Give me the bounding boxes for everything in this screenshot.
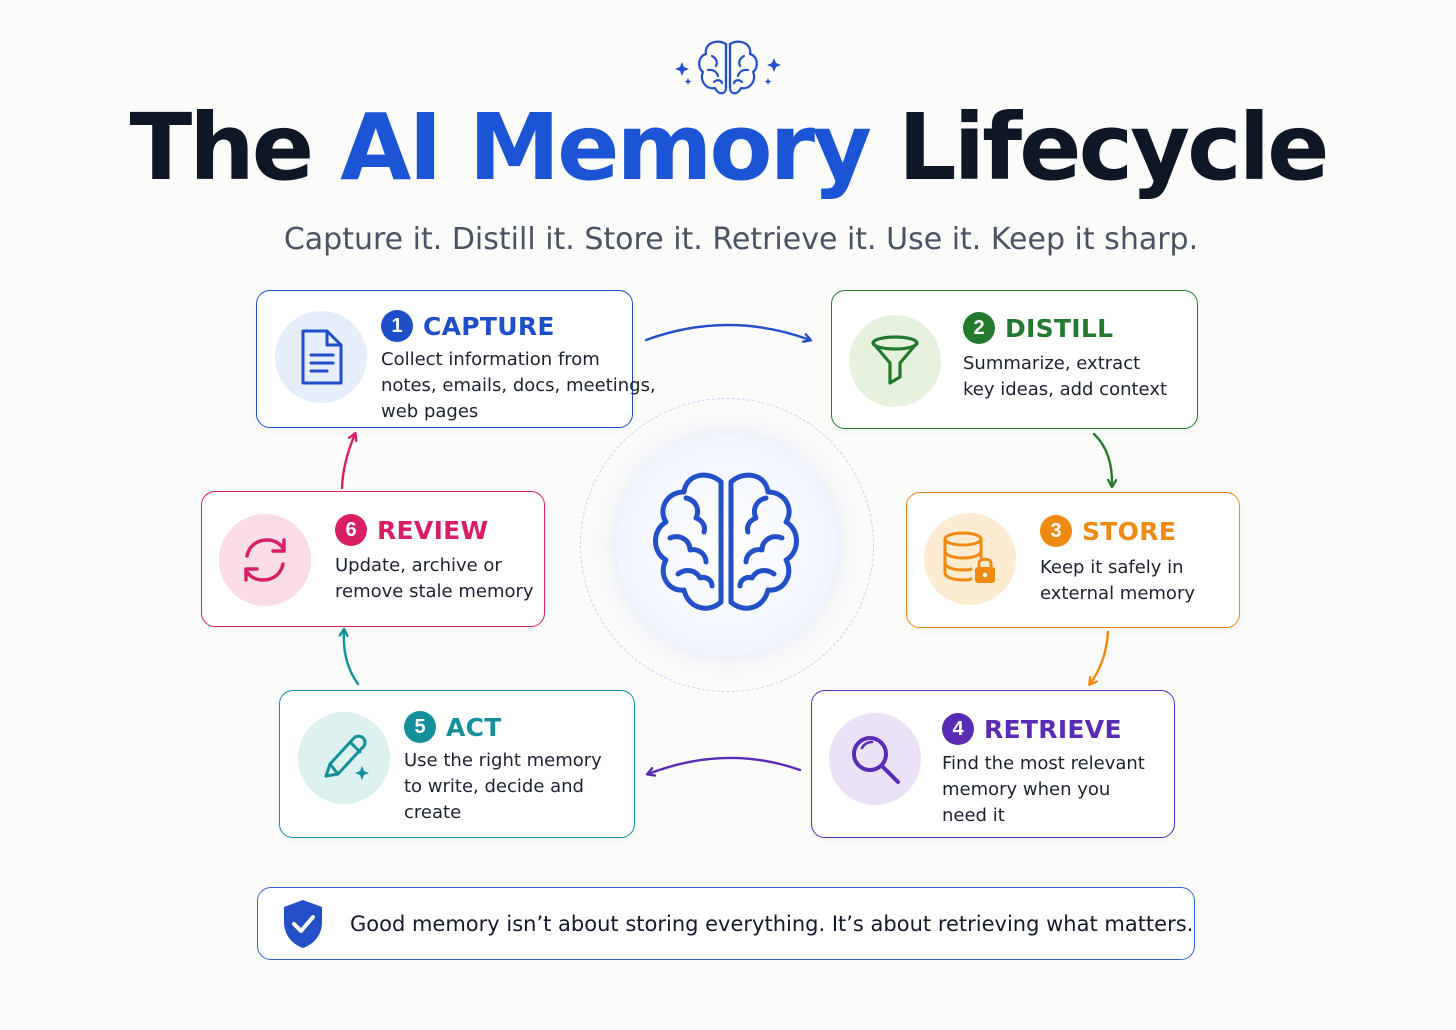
capture-description-line: Collect information from [381,349,600,370]
retrieve-description-line: Find the most relevant [942,753,1145,774]
title-text-end: Lifecycle [868,94,1330,201]
capture-description-line: web pages [381,401,479,422]
store-description: Keep it safely in external memory [1040,555,1195,607]
capture-description: Collect information from notes, emails, … [381,347,656,425]
store-step-number: 3 [1040,515,1072,547]
review-description-line: remove stale memory [335,581,534,602]
page-title: The AI Memory Lifecycle [0,102,1456,194]
act-step-number: 5 [404,711,436,743]
center-dashed-ring [580,398,874,692]
retrieve-description-line: memory when you [942,779,1111,800]
store-description-line: external memory [1040,583,1195,604]
title-text-start: The [129,94,341,201]
center-disc [616,434,838,656]
retrieve-title: RETRIEVE [984,714,1122,744]
store-title: STORE [1082,516,1177,546]
capture-title: CAPTURE [423,311,555,341]
act-description: Use the right memory to write, decide an… [404,748,602,826]
footer-text: Good memory isn’t about storing everythi… [350,912,1194,936]
arrow-retrieve-to-act [648,756,802,774]
refresh-icon [244,538,286,582]
review-description-line: Update, archive or [335,555,502,576]
capture-description-line: notes, emails, docs, meetings, [381,375,656,396]
arrow-capture-to-distill [644,323,810,340]
act-description-line: create [404,802,462,823]
distill-description-line: key ideas, add context [963,379,1168,400]
distill-description: Summarize, extract key ideas, add contex… [963,351,1167,403]
distill-description-line: Summarize, extract [963,353,1141,374]
retrieve-description-line: need it [942,805,1005,826]
review-title: REVIEW [377,515,489,545]
retrieve-description: Find the most relevant memory when you n… [942,751,1145,829]
distill-icon-circle [849,315,941,407]
act-description-line: to write, decide and [404,776,584,797]
review-heading: 6 REVIEW [335,514,488,546]
distill-title: DISTILL [1005,313,1114,343]
act-heading: 5 ACT [404,711,502,743]
step-card-review[interactable]: 6 REVIEW Update, archive or remove stale… [201,491,545,627]
magnifier-icon [852,736,900,784]
store-heading: 3 STORE [1040,515,1176,547]
brain-sparkles-icon [675,40,781,95]
distill-step-number: 2 [963,312,995,344]
pencil-sparkle-icon [324,734,369,780]
step-card-store[interactable]: 3 STORE Keep it safely in external memor… [906,492,1240,628]
step-card-retrieve[interactable]: 4 RETRIEVE Find the most relevant memory… [811,690,1175,838]
store-description-line: Keep it safely in [1040,557,1184,578]
retrieve-icon-circle [829,713,921,805]
title-accent: AI Memory [340,94,872,201]
step-card-distill[interactable]: 2 DISTILL Summarize, extract key ideas, … [831,290,1198,429]
funnel-icon [871,335,919,385]
act-icon-circle [298,712,390,804]
arrow-store-to-retrieve [1090,630,1110,684]
store-icon-circle [924,513,1016,605]
retrieve-heading: 4 RETRIEVE [942,713,1122,745]
footer-callout: Good memory isn’t about storing everythi… [257,887,1195,960]
document-icon [301,329,343,385]
step-card-capture[interactable]: 1 CAPTURE Collect information from notes… [256,290,656,428]
review-description: Update, archive or remove stale memory [335,553,534,605]
capture-icon-circle [275,311,367,403]
retrieve-step-number: 4 [942,713,974,745]
arrow-distill-to-store [1092,432,1112,486]
arrow-act-to-review [344,630,360,686]
database-lock-icon [943,531,995,583]
review-step-number: 6 [335,514,367,546]
act-description-line: Use the right memory [404,750,602,771]
distill-heading: 2 DISTILL [963,312,1113,344]
capture-step-number: 1 [381,310,413,342]
act-title: ACT [446,712,502,742]
brain-icon [653,472,799,611]
capture-heading: 1 CAPTURE [381,310,555,342]
step-card-act[interactable]: 5 ACT Use the right memory to write, dec… [279,690,635,838]
review-icon-circle [219,514,311,606]
page-subtitle: Capture it. Distill it. Store it. Retrie… [283,222,1199,257]
arrow-review-to-capture [340,434,355,490]
shield-check-icon [284,900,322,948]
